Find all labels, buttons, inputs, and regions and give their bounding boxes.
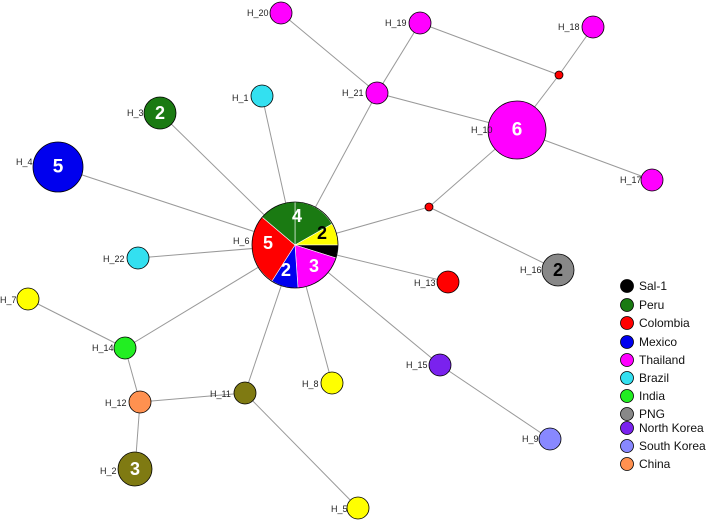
label-h3: H_3 <box>127 108 144 118</box>
label-h12: H_12 <box>105 398 127 408</box>
node-h13 <box>436 270 460 294</box>
edge-h19-mv2 <box>419 22 560 76</box>
node-h12 <box>128 390 152 414</box>
label-h7: H_7 <box>0 295 17 305</box>
label-h16: H_16 <box>520 265 542 275</box>
label-h18: H_18 <box>558 22 580 32</box>
label-h8: H_8 <box>302 379 319 389</box>
label-h22: H_22 <box>103 254 125 264</box>
legend-label-colombia: Colombia <box>639 316 690 330</box>
node-h14 <box>113 336 137 360</box>
median-vector-node <box>424 202 434 212</box>
label-h2: H_2 <box>100 466 117 476</box>
label-h15: H_15 <box>406 360 428 370</box>
legend: Sal-1 Peru Colombia Mexico Thailand Braz… <box>620 279 706 471</box>
legend-swatch-mexico <box>620 335 634 349</box>
node-h11 <box>233 381 257 405</box>
legend-label-sal1: Sal-1 <box>639 279 667 293</box>
label-h13: H_13 <box>414 278 436 288</box>
legend-swatch-colombia <box>620 316 634 330</box>
count-h6-colombia: 5 <box>263 233 273 253</box>
legend-label-thailand: Thailand <box>639 353 685 367</box>
label-h4: H_4 <box>16 157 33 167</box>
legend-swatch-peru <box>620 298 634 312</box>
count-h2: 3 <box>130 459 140 479</box>
label-h20: H_20 <box>247 8 269 18</box>
legend-label-china: China <box>639 457 671 471</box>
node-h9 <box>538 427 562 451</box>
legend-label-peru: Peru <box>639 298 664 312</box>
node-h8 <box>320 371 344 395</box>
legend-swatch-north-korea <box>620 421 634 435</box>
edge-h15-h9 <box>439 364 551 440</box>
legend-swatch-brazil <box>620 371 634 385</box>
node-h3 <box>143 96 177 130</box>
legend-label-south-korea: South Korea <box>639 439 706 453</box>
edge-h21-h19 <box>376 22 421 94</box>
edge-h11-h5 <box>244 392 359 509</box>
median-vector-node <box>554 70 564 80</box>
edge-h14-h7 <box>27 298 126 349</box>
legend-label-png: PNG <box>639 407 665 421</box>
edge-mv1-h16 <box>428 206 559 271</box>
count-h10: 6 <box>512 120 523 141</box>
label-h19: H_19 <box>385 18 407 28</box>
edge-h21-h20 <box>280 12 378 94</box>
count-h4: 5 <box>53 157 64 178</box>
label-h10: H_10 <box>471 125 493 135</box>
count-h6-thailand: 3 <box>309 256 319 276</box>
legend-swatch-png <box>620 407 634 421</box>
count-h3: 2 <box>155 103 165 123</box>
legend-swatch-sal1 <box>620 279 634 293</box>
label-h17: H_17 <box>620 175 642 185</box>
label-h5: H_5 <box>331 504 348 514</box>
edge-h11-h12 <box>139 392 246 403</box>
node-h15 <box>428 353 452 377</box>
legend-label-north-korea: North Korea <box>639 421 704 435</box>
node-h22 <box>126 246 150 270</box>
node-h4 <box>32 141 84 193</box>
node-h16 <box>541 253 575 287</box>
legend-swatch-china <box>620 457 634 471</box>
legend-label-india: India <box>639 389 665 403</box>
count-h6-sal1-other: 2 <box>317 223 327 243</box>
node-h5 <box>346 496 370 520</box>
node-h18 <box>581 15 605 39</box>
count-h6-mexico: 2 <box>281 260 291 280</box>
node-h1 <box>250 84 274 108</box>
legend-label-mexico: Mexico <box>639 335 677 349</box>
label-h9: H_9 <box>522 434 539 444</box>
pie-outline <box>251 201 339 289</box>
legend-swatch-india <box>620 389 634 403</box>
node-h7 <box>16 287 40 311</box>
label-h1: H_1 <box>232 93 249 103</box>
legend-label-brazil: Brazil <box>639 371 669 385</box>
label-h11: H_11 <box>210 389 231 399</box>
count-h6-peru: 4 <box>292 206 302 226</box>
node-h21 <box>365 81 389 105</box>
node-h20 <box>269 1 293 25</box>
node-h6-pie <box>251 201 339 289</box>
node-h10 <box>487 100 547 160</box>
count-h16: 2 <box>553 260 563 280</box>
label-h6: H_6 <box>233 236 250 246</box>
label-h14: H_14 <box>92 343 114 353</box>
legend-swatch-south-korea <box>620 439 634 453</box>
node-h17 <box>640 168 664 192</box>
node-h19 <box>408 11 432 35</box>
node-h2 <box>117 451 153 487</box>
label-h21: H_21 <box>342 88 364 98</box>
legend-swatch-thailand <box>620 353 634 367</box>
